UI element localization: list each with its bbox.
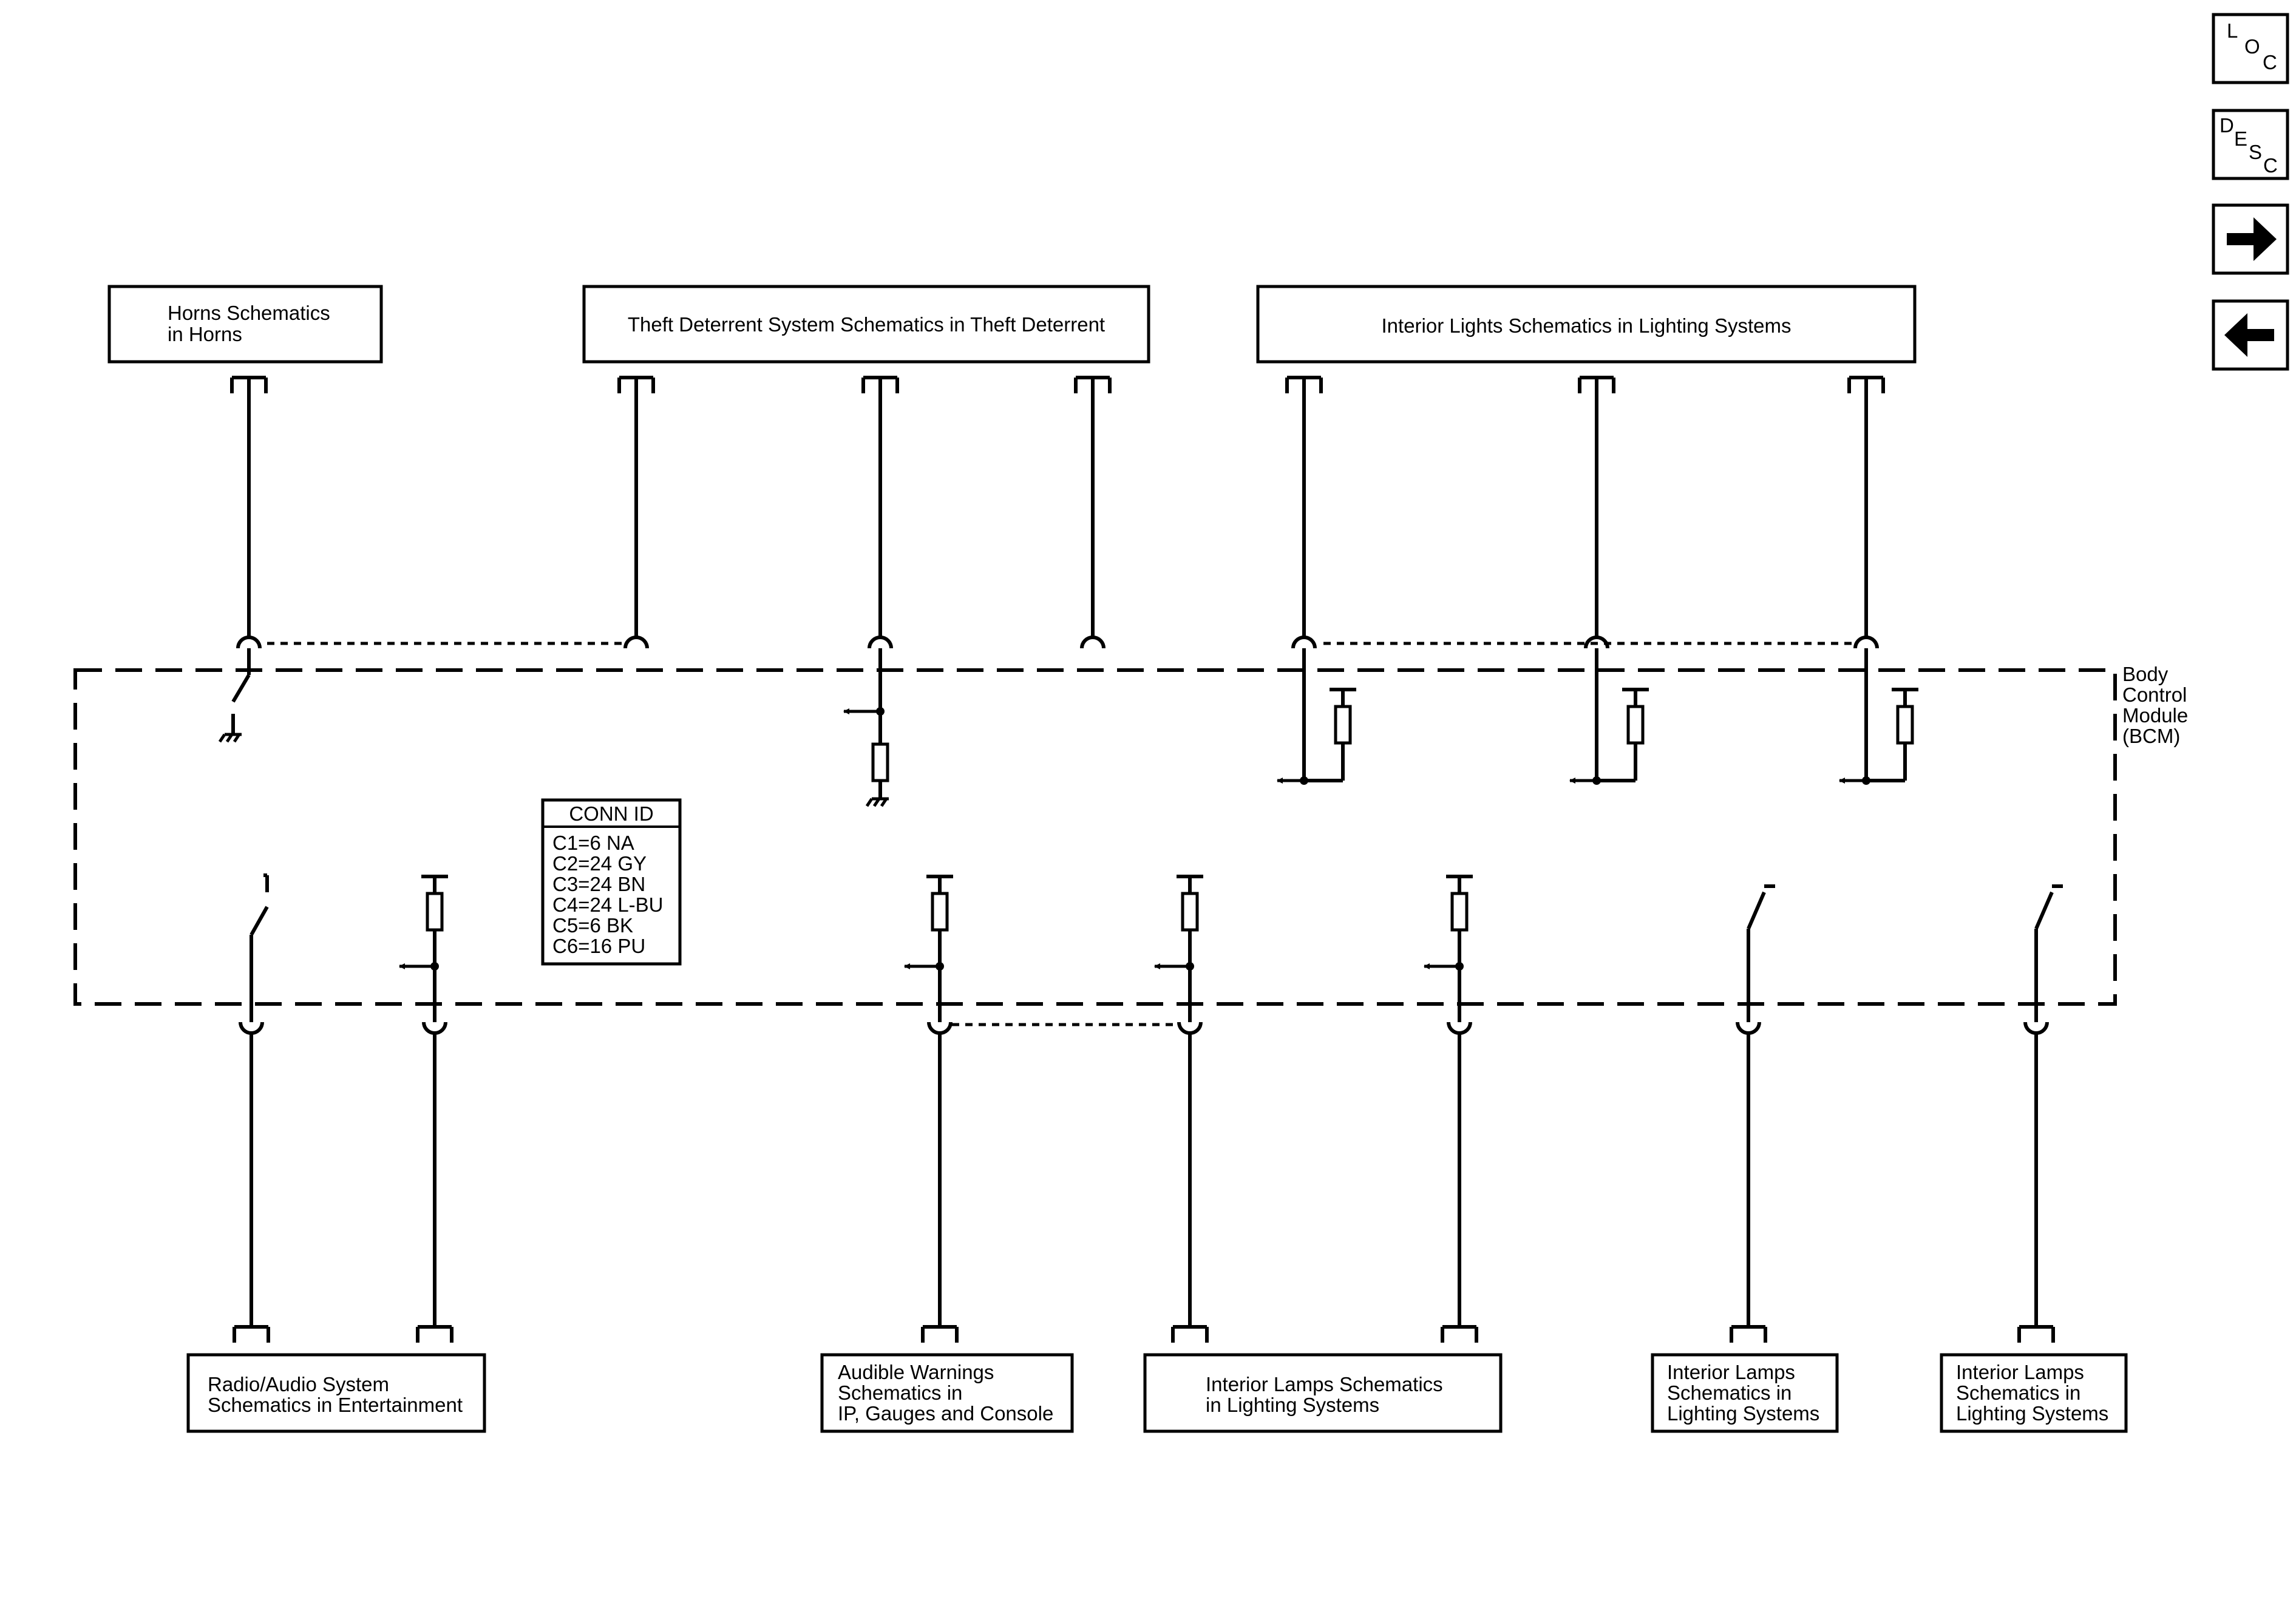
next-button[interactable] [2212, 203, 2289, 275]
conn-id-row: C4=24 L-BU [552, 893, 664, 916]
desc-letter-c: C [2263, 154, 2278, 177]
radio-box-line-2: Schematics in Entertainment [208, 1394, 463, 1416]
theft-deterrent-box[interactable]: Theft Deterrent System Schematics in The… [582, 285, 1150, 364]
connector-pin-icon [927, 1022, 953, 1035]
svg-text:(BCM): (BCM) [2122, 725, 2180, 747]
interior-lamps-2-line-2: Schematics in [1667, 1381, 1792, 1404]
bottom-circuit-5 [1730, 884, 1775, 1343]
desc-button[interactable]: D E S C [2212, 109, 2289, 180]
radio-audio-box[interactable]: Radio/Audio System Schematics in Enterta… [186, 1353, 486, 1433]
connector-pin-icon [1736, 1022, 1761, 1035]
box-connector-bracket [1730, 1325, 1767, 1343]
top-circuit-1 [617, 376, 655, 649]
bcm-module-label: Body Control Module (BCM) [2122, 663, 2188, 747]
horns-box-line-1: Horns Schematics [168, 302, 330, 324]
ground-icon [865, 797, 889, 807]
svg-text:Control: Control [2122, 683, 2187, 706]
resistor-icon [1450, 892, 1469, 932]
top-circuit-3 [1074, 376, 1112, 649]
circuits-layer [218, 376, 2063, 1343]
top-circuit-5 [1569, 376, 1649, 785]
box-connector-bracket [921, 1325, 959, 1343]
conn-id-row: C5=6 BK [552, 914, 633, 937]
box-connector-bracket [2017, 1325, 2055, 1343]
top-circuit-6 [1839, 376, 1918, 785]
conn-id-row: C6=16 PU [552, 935, 645, 957]
box-connector-bracket [416, 1325, 453, 1343]
interior-lamps-2-line-1: Interior Lamps [1667, 1361, 1795, 1383]
interior-lamps-box-line-1: Interior Lamps Schematics [1206, 1373, 1443, 1395]
arrow-left-icon [2224, 313, 2274, 357]
bottom-circuit-2 [904, 875, 959, 1343]
connector-pin-icon [1447, 1022, 1472, 1035]
theft-box-line-1: Theft Deterrent System Schematics in The… [628, 313, 1105, 336]
interior-lamps-box[interactable]: Interior Lamps Schematics in Lighting Sy… [1143, 1353, 1503, 1433]
connector-pin-icon [1177, 1022, 1203, 1035]
connector-pin-icon [422, 1022, 447, 1035]
audible-warnings-box[interactable]: Audible Warnings Schematics in IP, Gauge… [820, 1353, 1074, 1433]
connector-pin-icon [1080, 636, 1106, 649]
top-circuit-0 [218, 376, 268, 743]
resistor-icon [931, 892, 949, 932]
conn-id-row: C1=6 NA [552, 832, 634, 854]
resistor-icon [426, 892, 444, 932]
resistor-icon [1334, 705, 1352, 745]
arrow-right-icon [2227, 217, 2277, 261]
desc-letter-e: E [2234, 127, 2247, 150]
connector-pin-icon [623, 636, 649, 649]
connector-pin-icon [1853, 636, 1879, 649]
interior-lamps-2-line-3: Lighting Systems [1667, 1402, 1819, 1425]
resistor-icon [1626, 705, 1645, 745]
interior-lamps-box-3[interactable]: Interior Lamps Schematics in Lighting Sy… [1940, 1353, 2128, 1433]
conn-id-row: C3=24 BN [552, 873, 645, 895]
loc-letter-l: L [2227, 19, 2238, 42]
interior-lamps-box-line-2: in Lighting Systems [1206, 1394, 1379, 1416]
connector-pin-icon [236, 636, 262, 649]
box-connector-bracket [1441, 1325, 1478, 1343]
conn-id-title: CONN ID [569, 802, 653, 825]
conn-id-table: CONN ID C1=6 NA C2=24 GY C3=24 BN C4=24 … [541, 798, 682, 966]
connector-pin-icon [868, 636, 893, 649]
interior-lamps-3-line-1: Interior Lamps [1956, 1361, 2084, 1383]
bottom-circuit-3 [1154, 875, 1209, 1343]
radio-box-line-1: Radio/Audio System [208, 1373, 389, 1395]
loc-letter-o: O [2244, 35, 2260, 58]
interior-lights-box[interactable]: Interior Lights Schematics in Lighting S… [1256, 285, 1917, 364]
bottom-circuit-4 [1424, 875, 1478, 1343]
resistor-icon [1181, 892, 1199, 932]
loc-letter-c: C [2263, 51, 2277, 73]
resistor-icon [871, 742, 889, 782]
svg-text:Module: Module [2122, 704, 2188, 727]
top-circuit-2 [843, 376, 899, 807]
svg-text:Body: Body [2122, 663, 2169, 685]
connector-pin-icon [239, 1022, 264, 1035]
box-connector-bracket [1171, 1325, 1209, 1343]
audible-box-line-3: IP, Gauges and Console [838, 1402, 1053, 1425]
resistor-icon [1896, 705, 1914, 745]
conn-id-row: C2=24 GY [552, 852, 647, 875]
interior-lamps-3-line-2: Schematics in [1956, 1381, 2080, 1404]
bottom-circuit-6 [2017, 884, 2063, 1343]
audible-box-line-1: Audible Warnings [838, 1361, 994, 1383]
top-circuit-4 [1277, 376, 1356, 785]
audible-box-line-2: Schematics in [838, 1381, 962, 1404]
bottom-circuit-1 [399, 875, 453, 1343]
bcm-module-outline [73, 668, 2117, 1006]
horns-schematics-box[interactable]: Horns Schematics in Horns [107, 285, 383, 364]
connector-pin-icon [1291, 636, 1317, 649]
horns-box-line-2: in Horns [168, 323, 242, 345]
interior-lights-box-line-1: Interior Lights Schematics in Lighting S… [1382, 314, 1792, 337]
prev-button[interactable] [2212, 299, 2289, 371]
bottom-circuit-0 [233, 873, 270, 1343]
desc-letter-d: D [2220, 114, 2234, 137]
box-connector-bracket [233, 1325, 270, 1343]
interior-lamps-box-2[interactable]: Interior Lamps Schematics in Lighting Sy… [1651, 1353, 1839, 1433]
connector-pin-icon [2023, 1022, 2049, 1035]
loc-button[interactable]: L O C [2212, 13, 2289, 84]
connector-pin-icon [1584, 636, 1609, 649]
interior-lamps-3-line-3: Lighting Systems [1956, 1402, 2108, 1425]
ground-icon [218, 733, 242, 743]
desc-letter-s: S [2249, 141, 2262, 163]
